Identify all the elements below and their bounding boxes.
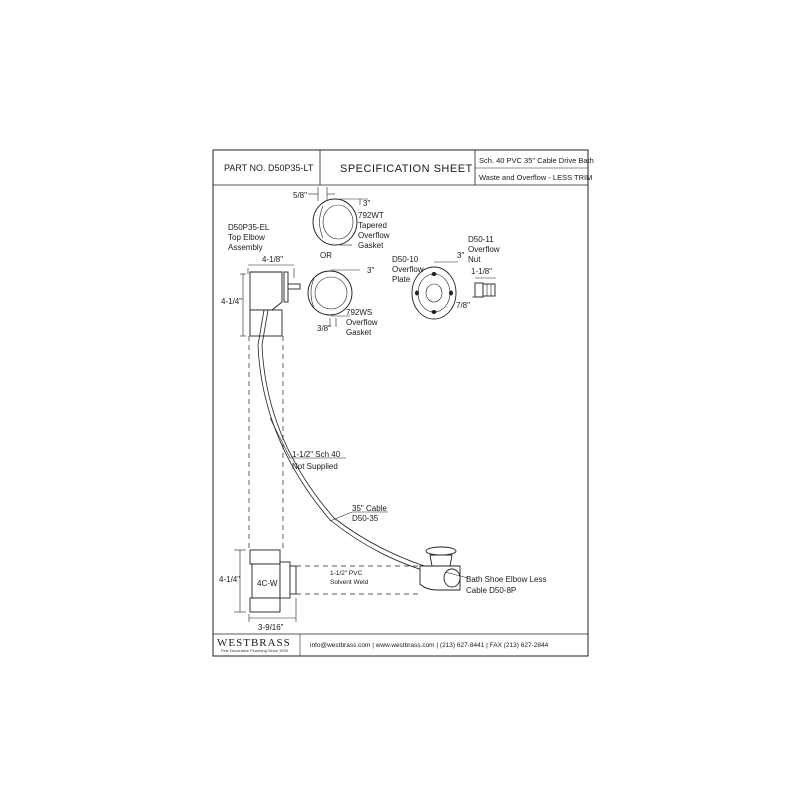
label-tee: 4C-W: [257, 579, 278, 588]
bath-shoe: Bath Shoe Elbow Less Cable D50-8P: [419, 546, 547, 595]
label-792wt-3: Overflow: [358, 231, 390, 240]
dim-ws-width: 3/8": [317, 324, 331, 333]
label-solvent-2: Solvent Weld: [330, 579, 369, 586]
label-plate-2: Overflow: [392, 265, 424, 274]
top-elbow-assembly: D50P35-EL Top Elbow Assembly 4-1/8" 4-1/…: [221, 223, 301, 337]
label-792wt-2: Tapered: [358, 221, 387, 230]
dim-wt-width: 5/8": [293, 191, 307, 200]
label-bath-shoe-1: Bath Shoe Elbow Less: [466, 575, 547, 584]
dim-elbow-width: 4-1/8": [262, 255, 283, 264]
part-number-label: PART NO.: [224, 163, 266, 173]
gasket-792wt: 5/8" 3" 792WT Tapered Overflow Gasket: [293, 187, 390, 250]
pipe-note: 1-1/2" Sch 40 Not Supplied: [269, 417, 346, 471]
label-bath-shoe-2: Cable D50-8P: [466, 586, 516, 595]
dim-plate-diameter: 3": [457, 251, 464, 260]
cable-note: 35" Cable D50-35: [329, 504, 388, 523]
label-nut-1: D50-11: [468, 235, 494, 244]
label-nut-3: Nut: [468, 255, 481, 264]
dim-elbow-height: 4-1/4": [221, 297, 242, 306]
dim-ws-diameter: 3": [367, 266, 374, 275]
dim-tee-width: 3-9/16": [258, 623, 284, 632]
label-cable-1: 35" Cable: [352, 504, 387, 513]
label-top-elbow-3: Assembly: [228, 243, 263, 252]
label-top-elbow-1: D50P35-EL: [228, 223, 270, 232]
cable: [257, 309, 445, 576]
sheet-title: SPECIFICATION SHEET: [340, 163, 473, 175]
brand-logo: WESTBRASS: [217, 637, 291, 649]
label-792ws-1: 792WS: [346, 308, 372, 317]
dim-nut-length: 1-1/8": [471, 267, 492, 276]
label-cable-2: D50-35: [352, 514, 379, 523]
description-line-1: Sch. 40 PVC 35" Cable Drive Bath: [479, 156, 594, 165]
footer: WESTBRASS Fine Decorative Plumbing Since…: [213, 633, 588, 656]
contact-info: info@westbrass.com | www.westbrass.com |…: [310, 642, 549, 649]
part-number: D50P35-LT: [268, 163, 314, 173]
dim-wt-diameter: 3": [363, 199, 370, 208]
label-pipe-1: 1-1/2" Sch 40: [292, 450, 341, 459]
label-pipe-2: Not Supplied: [292, 462, 338, 471]
horizontal-pipe: 1-1/2" PVC Solvent Weld: [296, 565, 420, 595]
tee-4cw: 4C-W 4-1/4" 3-9/16": [219, 549, 297, 632]
dim-tee-height: 4-1/4": [219, 575, 240, 584]
label-792ws-3: Gasket: [346, 328, 372, 337]
label-792wt-1: 792WT: [358, 211, 384, 220]
description-line-2: Waste and Overflow - LESS TRIM: [479, 173, 592, 182]
label-nut-2: Overflow: [468, 245, 500, 254]
brand-tagline: Fine Decorative Plumbing Since 1930: [221, 648, 289, 653]
header-box: PART NO. D50P35-LT SPECIFICATION SHEET S…: [213, 150, 594, 186]
label-plate-3: Plate: [392, 275, 411, 284]
dim-nut-width: 7/8": [456, 301, 470, 310]
label-or: OR: [320, 251, 332, 260]
label-plate-1: D50-10: [392, 255, 419, 264]
label-solvent-1: 1-1/2" PVC: [330, 570, 363, 577]
label-792wt-4: Gasket: [358, 241, 384, 250]
gasket-792ws: 3" 3/8" 792WS Overflow Gasket: [307, 266, 378, 337]
overflow-plate: 3" D50-10 Overflow Plate: [392, 251, 464, 320]
overflow-nut: D50-11 Overflow Nut 1-1/8" 7/8": [456, 235, 500, 310]
label-top-elbow-2: Top Elbow: [228, 233, 265, 242]
label-792ws-2: Overflow: [346, 318, 378, 327]
